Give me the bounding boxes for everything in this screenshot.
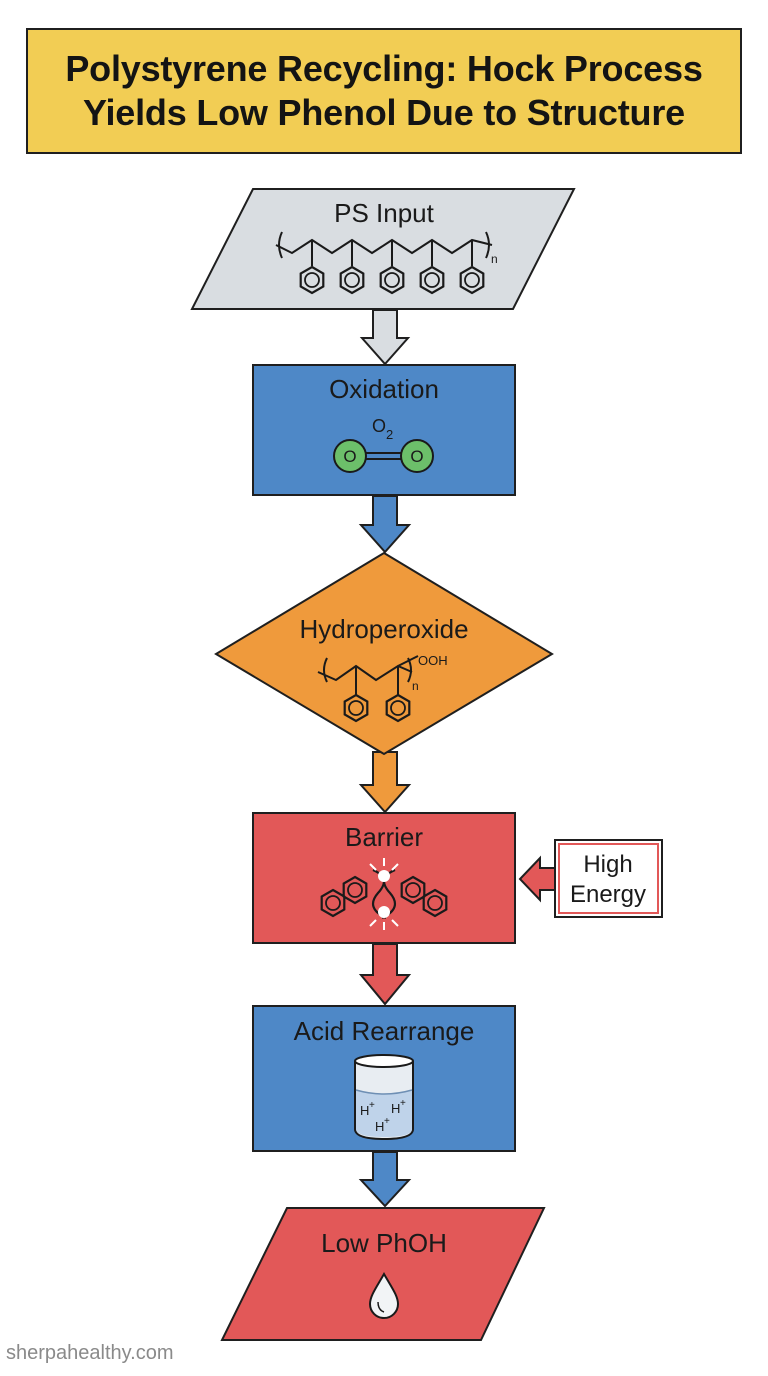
node-barrier: Barrier [252, 812, 516, 944]
node-oxidation: Oxidation O 2 O O [252, 364, 516, 496]
low-phoh-label: Low PhOH [321, 1228, 447, 1258]
title-line-1: Polystyrene Recycling: Hock Process [65, 48, 703, 89]
hydrogen-ion-3: H [375, 1119, 384, 1134]
node-low-phoh: Low PhOH [220, 1207, 546, 1341]
title-line-2: Yields Low Phenol Due to Structure [83, 92, 685, 133]
arrow-ps-to-oxidation [359, 309, 411, 366]
oxygen-molecule-subscript: 2 [386, 427, 393, 442]
ps-subscript-n: n [491, 252, 498, 266]
ps-input-label: PS Input [334, 198, 435, 228]
oxygen-molecule-label: O [372, 416, 386, 436]
hydrogen-ion-3-charge: + [384, 1116, 390, 1127]
high-energy-callout: High Energy [518, 839, 663, 918]
node-ps-input: PS Input n [190, 188, 576, 310]
hydroperoxide-label: Hydroperoxide [299, 614, 468, 644]
beaker-icon: H + H + H + [354, 1054, 414, 1141]
arrow-hydroperoxide-to-barrier [358, 751, 412, 814]
oxygen-molecule-icon: O O [333, 439, 434, 473]
polystyrene-structure-icon [275, 231, 493, 266]
hydroperoxide-group-label: OOH [418, 653, 448, 668]
arrow-acid-to-lowphoh [358, 1151, 412, 1208]
arrow-barrier-to-acid [358, 943, 412, 1006]
acid-rearrange-label: Acid Rearrange [294, 1016, 475, 1046]
hydrogen-ion-2: H [391, 1101, 400, 1116]
high-energy-line-2: Energy [570, 881, 646, 908]
broken-bond-icon [320, 858, 448, 930]
oxidation-label: Oxidation [329, 374, 439, 404]
hydrogen-ion-1-charge: + [369, 1100, 375, 1111]
hydroperoxide-subscript-n: n [412, 679, 419, 693]
hydroperoxide-structure-icon [317, 655, 419, 696]
hydrogen-ion-2-charge: + [400, 1098, 406, 1109]
watermark: sherpahealthy.com [6, 1342, 174, 1364]
oxygen-atom-right: O [410, 447, 423, 466]
node-hydroperoxide: Hydroperoxide OOH n [214, 551, 554, 756]
droplet-icon [368, 1271, 400, 1319]
title-banner: Polystyrene Recycling: Hock Process Yiel… [26, 28, 742, 154]
oxygen-atom-left: O [343, 447, 356, 466]
arrow-oxidation-to-hydroperoxide [358, 495, 412, 554]
node-acid-rearrange: Acid Rearrange H + H + H + [252, 1005, 516, 1152]
hydrogen-ion-1: H [360, 1103, 369, 1118]
arrow-energy-to-barrier [518, 855, 556, 903]
droplet-highlight [377, 1301, 385, 1313]
barrier-label: Barrier [345, 822, 423, 852]
high-energy-line-1: High [583, 851, 632, 878]
